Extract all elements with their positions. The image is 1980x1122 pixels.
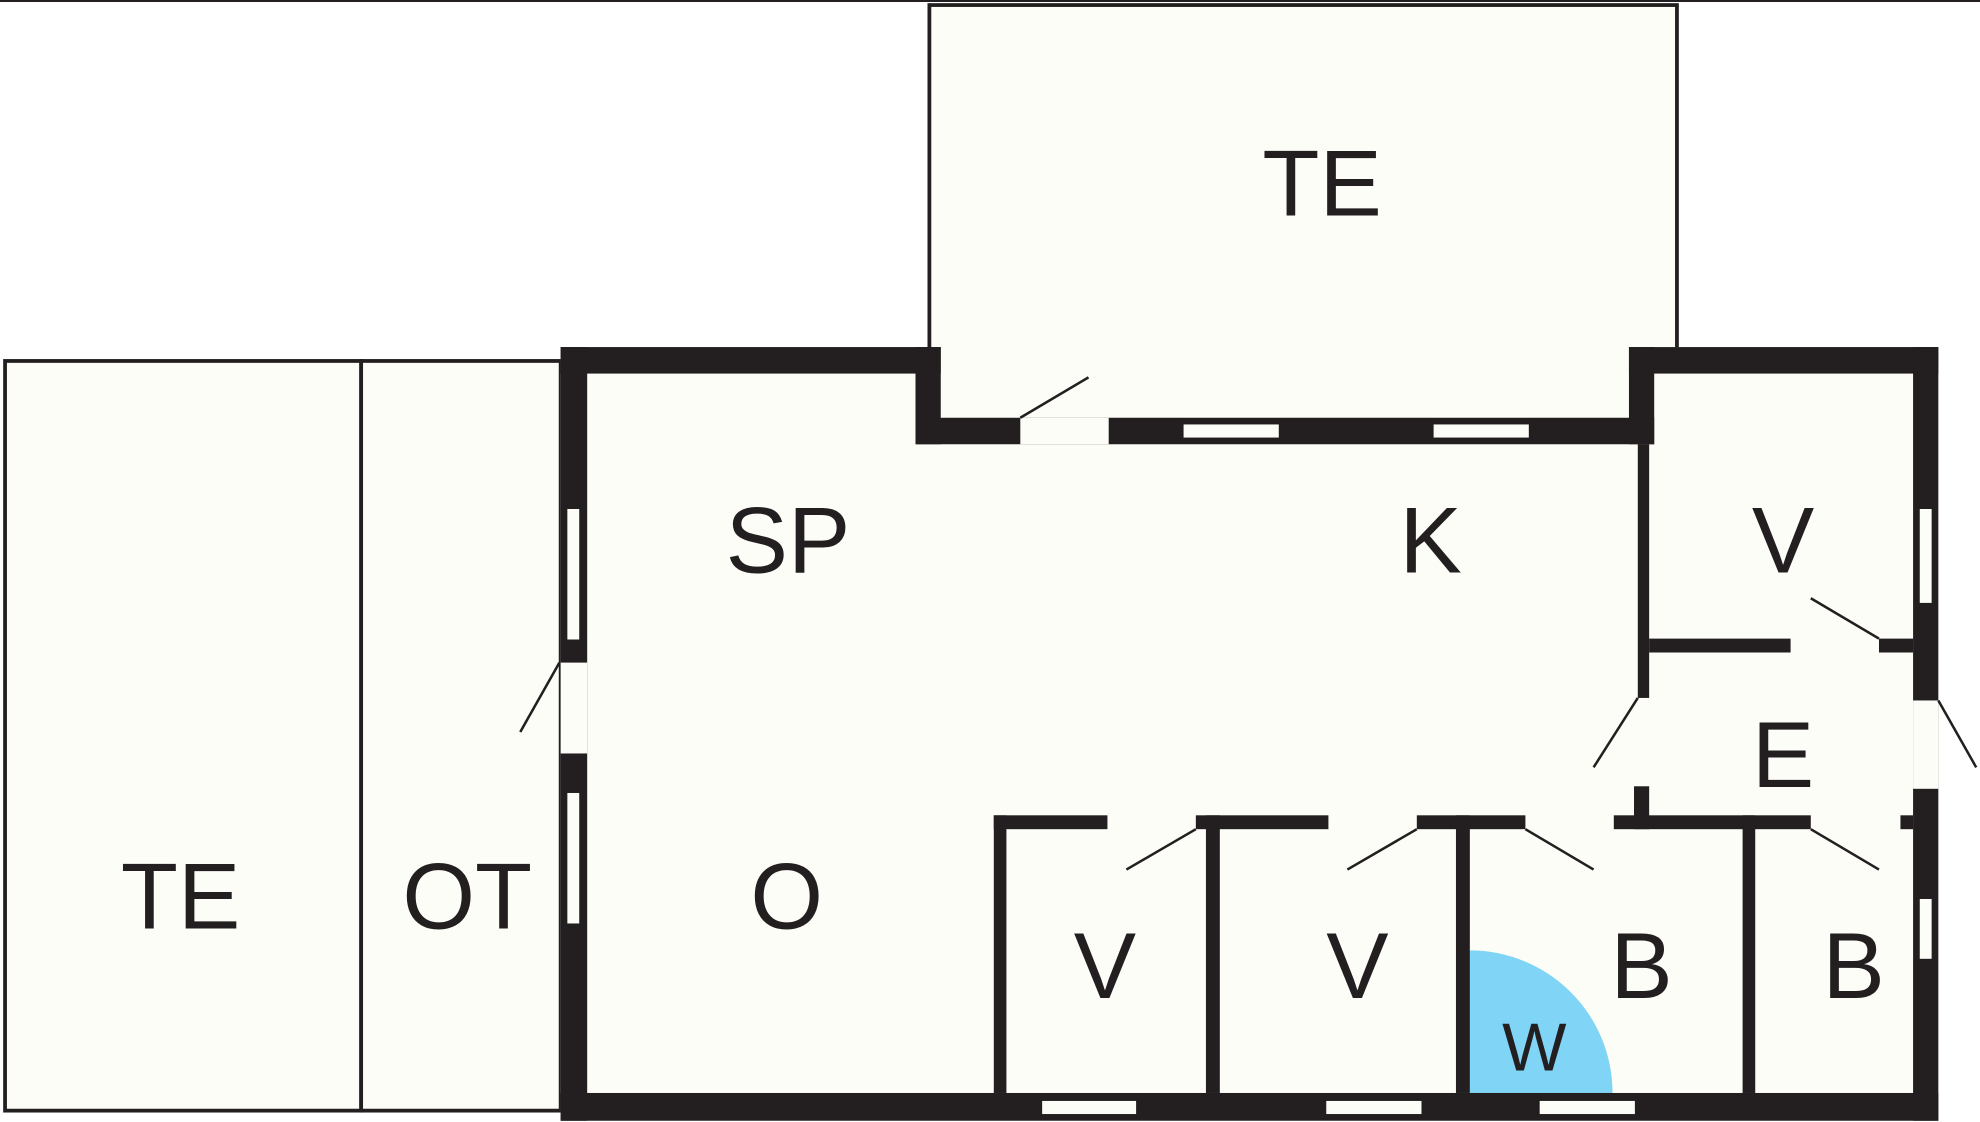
window: [1919, 508, 1933, 604]
door-opening: [560, 662, 588, 754]
label-living: O: [750, 844, 823, 949]
label-dining: SP: [726, 488, 851, 593]
label-bathroom-1: B: [1610, 913, 1672, 1018]
door-opening: [1020, 417, 1109, 445]
label-outdoor: OT: [402, 844, 532, 949]
label-bathroom-2: B: [1823, 913, 1885, 1018]
window: [1325, 1100, 1423, 1115]
outdoor-area: [359, 359, 563, 1113]
label-terrace-top: TE: [1262, 131, 1381, 236]
label-bedroom-1: V: [1074, 913, 1136, 1018]
window: [566, 508, 580, 641]
house-floor: [560, 347, 1939, 1121]
label-terrace-left: TE: [121, 844, 240, 949]
window: [1041, 1100, 1137, 1115]
openings: [560, 417, 1939, 1115]
label-entrance: E: [1752, 702, 1814, 807]
label-kitchen: K: [1400, 488, 1462, 593]
window: [1538, 1100, 1636, 1115]
window: [1919, 898, 1933, 960]
door-opening: [1913, 700, 1939, 789]
window: [1432, 423, 1530, 439]
shower-area: [1469, 950, 1613, 1093]
label-bedroom-2: V: [1326, 913, 1388, 1018]
terrace-left: [3, 359, 364, 1113]
window: [566, 792, 580, 925]
label-shower: W: [1502, 1010, 1567, 1086]
door-swings: [519, 376, 1978, 871]
window: [1182, 423, 1280, 439]
label-bedroom-ne: V: [1752, 488, 1814, 593]
